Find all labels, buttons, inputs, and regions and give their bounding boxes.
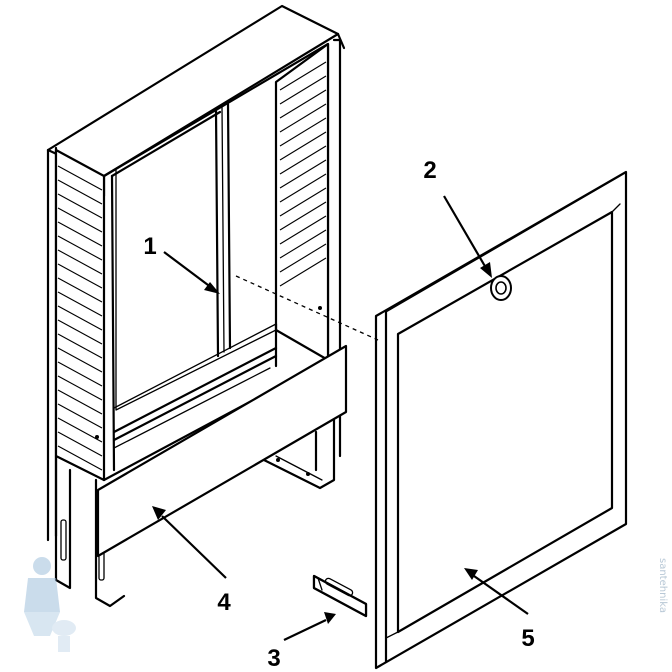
callout-label-4: 4	[217, 589, 231, 616]
callout-4: 4	[152, 506, 231, 616]
right-wall-slats	[279, 61, 327, 287]
callout-3: 3	[267, 612, 336, 672]
mounting-feet	[54, 418, 336, 608]
cabinet-body	[46, 4, 346, 608]
door-lock	[490, 275, 512, 301]
vertical-rail	[214, 102, 232, 358]
plumber-mascot-icon	[24, 557, 76, 652]
door-outer-frame	[374, 170, 628, 670]
callout-5: 5	[464, 568, 535, 652]
mounting-bracket-part	[312, 574, 368, 618]
door-inner-panel	[396, 210, 614, 634]
callout-label-1: 1	[143, 233, 156, 260]
watermark-text: santehnika	[657, 558, 668, 613]
left-wall-screw	[95, 435, 99, 439]
callout-1: 1	[143, 233, 220, 294]
callout-label-3: 3	[267, 645, 280, 672]
callout-label-2: 2	[423, 157, 436, 184]
door-frame	[374, 170, 628, 670]
assembly-guide-line	[235, 275, 379, 341]
callout-2: 2	[423, 157, 492, 278]
left-wall-slats	[57, 165, 103, 471]
shelf-rails	[112, 322, 278, 449]
right-wall-screw	[318, 306, 322, 310]
callout-label-5: 5	[521, 625, 534, 652]
front-trim-strip	[96, 344, 348, 558]
